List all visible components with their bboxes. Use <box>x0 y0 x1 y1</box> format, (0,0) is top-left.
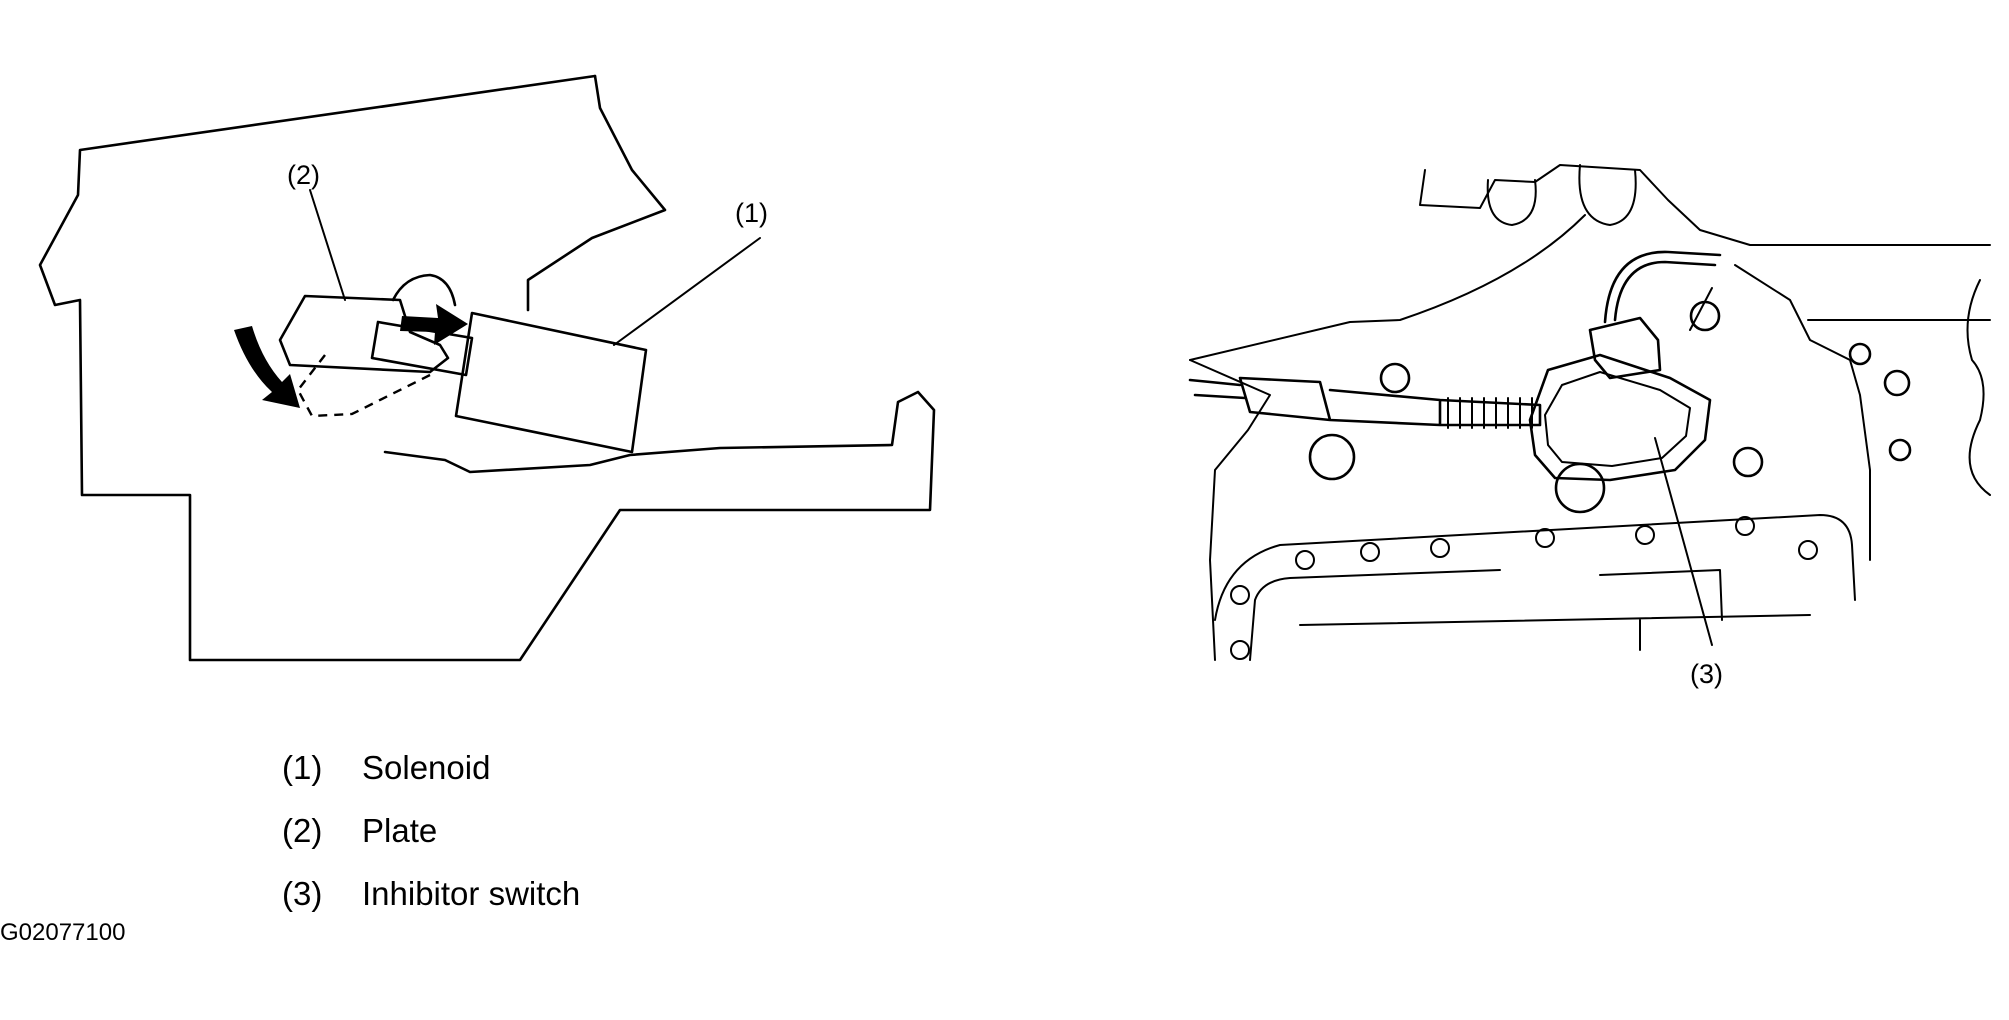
pan-bolt <box>1360 542 1380 562</box>
housing-inner-edge <box>526 74 667 312</box>
callout-3: (3) <box>1690 659 1723 689</box>
plate <box>278 294 450 374</box>
bolt-head <box>1554 462 1606 514</box>
push-arrow-icon <box>400 304 468 345</box>
callout-2: (2) <box>287 160 320 190</box>
oil-pan-lower <box>1299 614 1811 651</box>
inhibitor-switch-plate <box>1528 353 1712 482</box>
right-edge-detail <box>1966 279 1991 496</box>
pan-bolt <box>1230 585 1250 605</box>
pan-bolt <box>1430 538 1450 558</box>
legend-item: (3) Inhibitor switch <box>282 862 580 925</box>
switch-connector-cable <box>1603 250 1722 324</box>
bolt-head <box>1848 342 1872 366</box>
pan-bolt <box>1295 550 1315 570</box>
callout-1: (1) <box>735 198 768 228</box>
switch-connector-plug <box>1588 316 1662 380</box>
case-right-contour <box>1189 214 1586 361</box>
legend-item: (2) Plate <box>282 799 580 862</box>
bolt-head <box>1308 433 1356 481</box>
cable-end <box>1188 378 1247 400</box>
housing-outline <box>38 74 936 662</box>
pan-bolt <box>1230 640 1250 660</box>
pan-bolt <box>1535 528 1555 548</box>
oil-pan-inner <box>1249 569 1723 661</box>
legend: (1) Solenoid (2) Plate (3) Inhibitor swi… <box>282 736 580 925</box>
bolt-head <box>1883 369 1911 397</box>
oil-pan-outer <box>1214 514 1856 621</box>
bolt-head <box>1379 362 1411 394</box>
bolt-head <box>1888 438 1912 462</box>
pan-bolt <box>1635 525 1655 545</box>
solenoid-body <box>454 311 648 454</box>
legend-number: (2) <box>282 811 323 849</box>
leader-line-3 <box>1654 437 1713 646</box>
legend-number: (3) <box>282 874 323 912</box>
right-housing <box>1689 264 1991 561</box>
bolt-head <box>1732 446 1764 478</box>
rotate-arrow-icon <box>234 326 300 408</box>
bolt-head <box>1689 300 1721 332</box>
shift-cable-boot <box>1238 376 1542 427</box>
boot-ribs <box>1447 397 1533 429</box>
case-top-contour <box>1419 164 1991 246</box>
leader-line-2 <box>309 189 346 301</box>
legend-number: (1) <box>282 748 323 786</box>
switch-plate-inner <box>1544 371 1691 467</box>
plate-knob <box>391 273 457 307</box>
leader-line-1 <box>613 237 761 346</box>
top-bolt-loops <box>1486 164 1637 226</box>
pan-bolt <box>1798 540 1818 560</box>
legend-label: Inhibitor switch <box>362 874 581 912</box>
solenoid-assembly-drawing: (2) (1) <box>38 74 936 662</box>
figure-code: G02077100 <box>0 919 126 946</box>
legend-item: (1) Solenoid <box>282 736 580 799</box>
legend-label: Solenoid <box>362 748 491 786</box>
case-left-edge <box>1189 359 1271 661</box>
pan-bolt <box>1735 516 1755 536</box>
inhibitor-switch-drawing: (3) <box>1188 164 1991 689</box>
legend-label: Plate <box>362 811 438 849</box>
